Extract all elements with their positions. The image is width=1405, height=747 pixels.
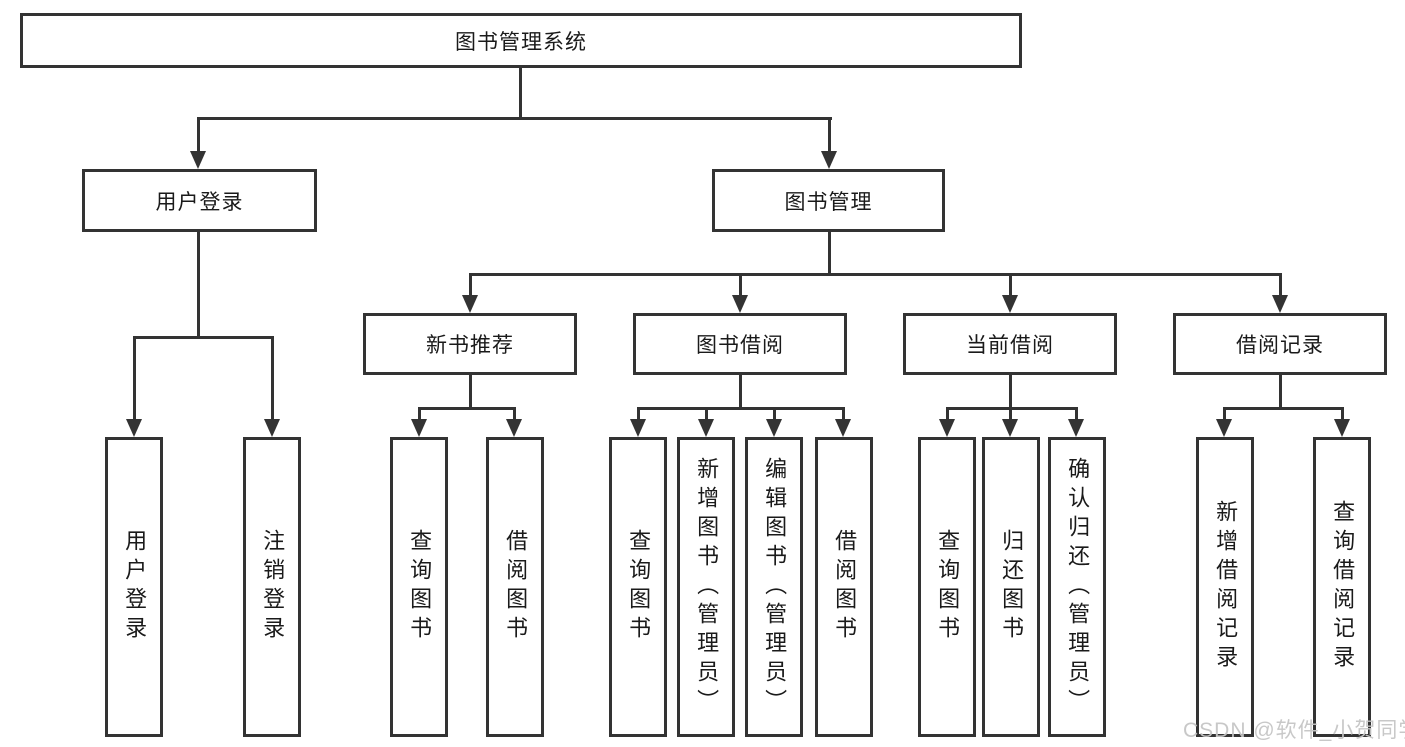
arrowhead-icon: [190, 151, 206, 169]
leaf-current-confirm-return-admin-label: 确认归还（管理员）: [1065, 456, 1091, 718]
arrowhead-icon: [1272, 295, 1288, 313]
node-book-management-label: 图书管理: [784, 190, 873, 214]
csdn-watermark: CSDN @软件_小贺同学: [1183, 719, 1405, 742]
connector-line: [1279, 276, 1282, 297]
node-borrow-record: 借阅记录: [1173, 313, 1387, 375]
leaf-borrow-borrow-books: 借阅图书: [815, 437, 873, 737]
leaf-newbook-borrow-books: 借阅图书: [486, 437, 544, 737]
connector-line: [197, 117, 832, 120]
arrowhead-icon: [462, 295, 478, 313]
connector-line: [469, 276, 472, 297]
node-current-borrow-label: 当前借阅: [966, 334, 1054, 357]
connector-line: [773, 410, 776, 421]
connector-line: [637, 407, 845, 410]
arrowhead-icon: [1334, 419, 1350, 437]
arrowhead-icon: [698, 419, 714, 437]
node-book-borrow: 图书借阅: [633, 313, 847, 375]
connector-line: [418, 410, 421, 421]
arrowhead-icon: [732, 295, 748, 313]
arrowhead-icon: [411, 419, 427, 437]
node-current-borrow: 当前借阅: [903, 313, 1117, 375]
leaf-borrow-borrow-books-label: 借阅图书: [832, 529, 858, 645]
connector-line: [271, 339, 274, 421]
leaf-newbook-query-books: 查询图书: [390, 437, 448, 737]
connector-line: [739, 375, 742, 410]
connector-line: [739, 276, 742, 297]
leaf-user-login-label: 用户登录: [122, 529, 148, 645]
arrowhead-icon: [264, 419, 280, 437]
leaf-record-add-record-label: 新增借阅记录: [1213, 500, 1239, 674]
node-borrow-record-label: 借阅记录: [1236, 334, 1324, 357]
connector-line: [1075, 410, 1078, 421]
connector-line: [828, 120, 831, 153]
leaf-logout: 注销登录: [243, 437, 301, 737]
connector-line: [946, 407, 1078, 410]
leaf-newbook-query-books-label: 查询图书: [407, 529, 433, 645]
node-book-management: 图书管理: [712, 169, 945, 232]
leaf-current-confirm-return-admin: 确认归还（管理员）: [1048, 437, 1106, 737]
leaf-borrow-add-books-admin-label: 新增图书（管理员）: [694, 456, 720, 718]
connector-line: [637, 410, 640, 421]
leaf-logout-label: 注销登录: [260, 529, 286, 645]
connector-line: [1009, 410, 1012, 421]
connector-line: [133, 339, 136, 421]
leaf-record-query-record-label: 查询借阅记录: [1330, 500, 1356, 674]
node-root: 图书管理系统: [20, 13, 1022, 68]
connector-line: [1009, 375, 1012, 410]
leaf-borrow-add-books-admin: 新增图书（管理员）: [677, 437, 735, 737]
arrowhead-icon: [1002, 419, 1018, 437]
arrowhead-icon: [821, 151, 837, 169]
connector-line: [133, 336, 274, 339]
connector-line: [513, 410, 516, 421]
connector-line: [828, 232, 831, 276]
arrowhead-icon: [939, 419, 955, 437]
connector-line: [1223, 407, 1344, 410]
connector-line: [418, 407, 516, 410]
leaf-user-login: 用户登录: [105, 437, 163, 737]
leaf-borrow-query-books: 查询图书: [609, 437, 667, 737]
arrowhead-icon: [630, 419, 646, 437]
leaf-record-add-record: 新增借阅记录: [1196, 437, 1254, 737]
leaf-newbook-borrow-books-label: 借阅图书: [503, 529, 529, 645]
connector-line: [197, 232, 200, 339]
leaf-current-query-books-label: 查询图书: [935, 529, 961, 645]
leaf-current-return-books: 归还图书: [982, 437, 1040, 737]
arrowhead-icon: [1002, 295, 1018, 313]
connector-line: [1009, 276, 1012, 297]
node-user-login: 用户登录: [82, 169, 317, 232]
connector-line: [1279, 375, 1282, 410]
arrowhead-icon: [766, 419, 782, 437]
arrowhead-icon: [1216, 419, 1232, 437]
connector-line: [1223, 410, 1226, 421]
connector-line: [946, 410, 949, 421]
connector-line: [1341, 410, 1344, 421]
leaf-borrow-query-books-label: 查询图书: [626, 529, 652, 645]
node-book-borrow-label: 图书借阅: [696, 334, 784, 357]
leaf-borrow-edit-books-admin-label: 编辑图书（管理员）: [762, 456, 788, 718]
node-root-label: 图书管理系统: [455, 30, 587, 54]
connector-line: [197, 120, 200, 153]
node-new-book-recommend: 新书推荐: [363, 313, 577, 375]
leaf-current-query-books: 查询图书: [918, 437, 976, 737]
arrowhead-icon: [1068, 419, 1084, 437]
connector-line: [469, 273, 1282, 276]
arrowhead-icon: [126, 419, 142, 437]
arrowhead-icon: [506, 419, 522, 437]
connector-line: [469, 375, 472, 410]
leaf-current-return-books-label: 归还图书: [999, 529, 1025, 645]
arrowhead-icon: [835, 419, 851, 437]
connector-line: [519, 68, 522, 120]
leaf-borrow-edit-books-admin: 编辑图书（管理员）: [745, 437, 803, 737]
node-user-login-label: 用户登录: [155, 190, 244, 214]
connector-line: [842, 410, 845, 421]
connector-line: [705, 410, 708, 421]
leaf-record-query-record: 查询借阅记录: [1313, 437, 1371, 737]
node-new-book-recommend-label: 新书推荐: [426, 334, 514, 357]
